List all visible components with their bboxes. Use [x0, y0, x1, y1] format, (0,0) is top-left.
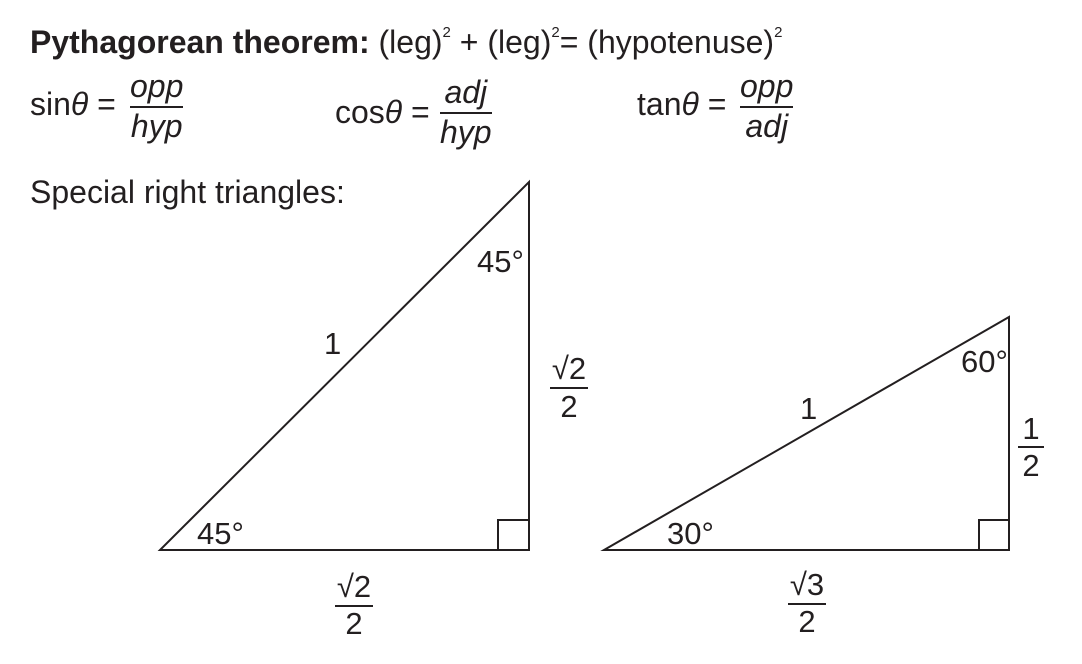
sine-fn-name: sin — [30, 86, 71, 122]
exponent-3: 2 — [774, 24, 783, 41]
triangle-30-60-90 — [600, 315, 1010, 551]
leg-term-1: (leg) — [378, 24, 443, 60]
tangent-numerator: opp — [740, 68, 794, 104]
triangle2-hypotenuse-label: 1 — [800, 391, 817, 426]
right-angle-marker-1 — [497, 519, 529, 550]
triangle1-base-denominator: 2 — [345, 606, 362, 641]
triangle1-vertical-numerator: √2 — [552, 351, 586, 386]
pythagorean-theorem: Pythagorean theorem: (leg)2 + (leg)2= (h… — [30, 24, 783, 60]
triangle2-vertical-denominator: 2 — [1022, 448, 1039, 483]
triangle-45-45-90 — [157, 179, 530, 551]
fraction-bar — [740, 105, 794, 108]
triangle2-angle-bottom: 30° — [667, 516, 714, 551]
cosine-formula: cosθ = — [335, 96, 430, 128]
tangent-equals: = — [707, 86, 727, 122]
pythagorean-label: Pythagorean theorem: — [30, 24, 370, 60]
cosine-fraction: adj hyp — [440, 74, 492, 150]
triangle1-hypotenuse-label: 1 — [324, 326, 341, 361]
cosine-equals: = — [411, 94, 430, 130]
tangent-fraction: opp adj — [740, 68, 794, 144]
triangle1-vertical-denominator: 2 — [560, 389, 577, 424]
hypotenuse-term: (hypotenuse) — [587, 24, 775, 60]
triangle1-base-numerator: √2 — [337, 569, 371, 604]
sine-numerator: opp — [130, 68, 184, 104]
triangle2-angle-top: 60° — [961, 344, 1008, 379]
tangent-denominator: adj — [745, 107, 789, 144]
tangent-formula: tanθ = — [637, 88, 726, 120]
cosine-theta: θ — [384, 94, 403, 130]
cosine-denominator: hyp — [440, 113, 492, 150]
triangle1-angle-bottom: 45° — [197, 516, 244, 551]
sine-theta: θ — [70, 86, 89, 122]
equals-sign: = — [559, 24, 579, 60]
exponent-1: 2 — [442, 24, 451, 41]
exponent-2: 2 — [551, 24, 560, 41]
sine-equals: = — [97, 86, 116, 122]
cosine-fn-name: cos — [335, 94, 385, 130]
tangent-fn-name: tan — [637, 86, 682, 122]
leg-term-2: (leg) — [487, 24, 552, 60]
sine-denominator: hyp — [130, 107, 183, 144]
fraction-bar — [440, 111, 492, 114]
triangle1-angle-top: 45° — [477, 244, 524, 279]
triangle2-vertical-numerator: 1 — [1022, 411, 1039, 446]
tangent-theta: θ — [681, 86, 699, 122]
sine-fraction: opp hyp — [130, 68, 184, 144]
right-angle-marker-2 — [978, 519, 1009, 550]
triangle2-base-denominator: 2 — [798, 604, 815, 639]
fraction-bar — [130, 105, 184, 108]
cosine-numerator: adj — [444, 74, 488, 110]
sine-formula: sinθ = — [30, 88, 116, 120]
triangle2-base-numerator: √3 — [790, 567, 824, 602]
plus-sign: + — [459, 24, 479, 60]
special-triangles-label: Special right triangles: — [30, 174, 345, 210]
